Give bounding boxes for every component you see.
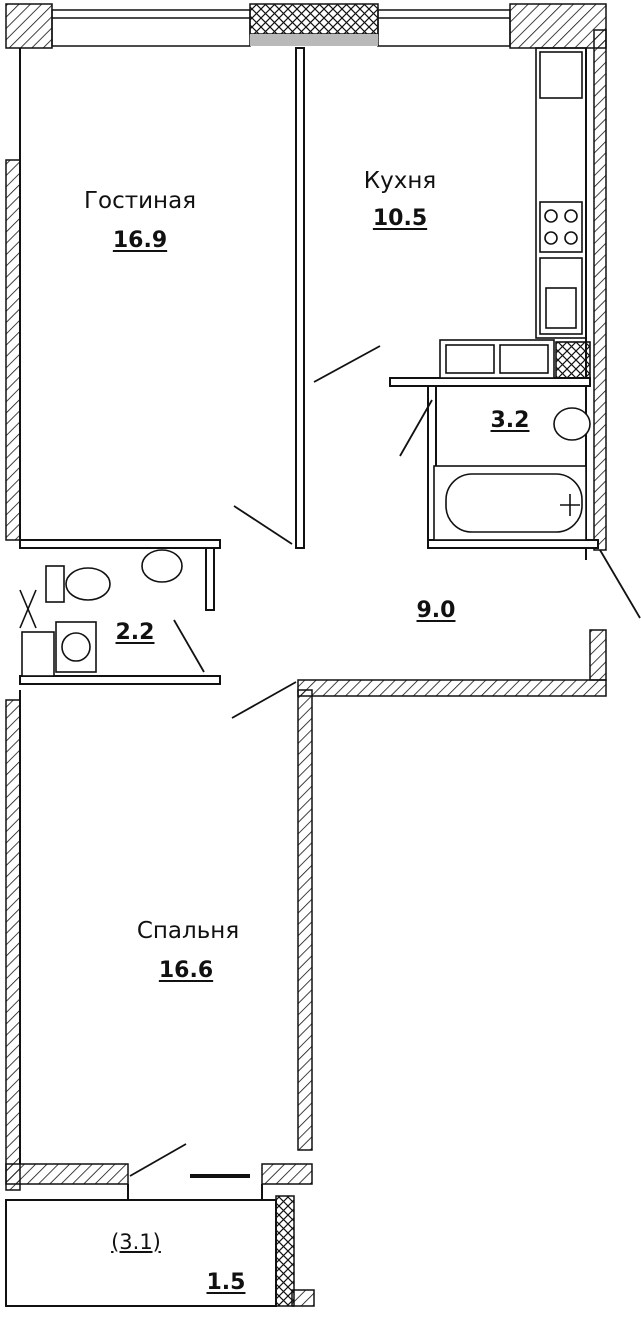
wall-top-mid [249, 3, 379, 35]
wall-bedroom-right [297, 689, 313, 1151]
wall-right-lower [589, 629, 607, 681]
wall-right [593, 29, 607, 551]
balcony-area: 1.5 [206, 1270, 246, 1295]
living-room-area: 16.9 [112, 228, 168, 253]
door-kitchen [313, 345, 381, 383]
wall-bedroom-bottom-right [261, 1163, 313, 1185]
kitchen-fixtures [439, 47, 591, 379]
wall-balcony-corner [291, 1289, 315, 1307]
wall-hall-bottom [297, 679, 607, 697]
hall-area: 9.0 [416, 598, 456, 623]
toilet-icon [65, 567, 111, 601]
wall-left-lower [5, 699, 21, 1191]
fridge-icon [539, 51, 583, 99]
stove-icon [539, 201, 583, 253]
balcony-full-area: (3.1) [111, 1230, 161, 1254]
toilet-tank-icon [45, 565, 65, 603]
wall-top-right [509, 3, 607, 49]
bath-sink-icon [553, 407, 591, 441]
bathroom-area: 3.2 [490, 408, 530, 433]
door-entrance [599, 549, 641, 619]
bathroom-fixtures [433, 407, 591, 541]
wc-area: 2.2 [115, 620, 155, 645]
bedroom-area: 16.6 [158, 958, 214, 983]
door-wc [173, 619, 205, 673]
walls [5, 3, 607, 1307]
door-swings [129, 345, 641, 1177]
wc-sink-icon [141, 549, 183, 583]
wall-bedroom-bottom-left [5, 1163, 129, 1185]
living-room-name: Гостиная [83, 188, 197, 214]
windows-top [51, 9, 511, 47]
wall-top-left [5, 3, 53, 49]
kitchen-name: Кухня [363, 168, 437, 194]
wc-fixtures [19, 549, 183, 677]
kitchen-area: 10.5 [372, 206, 428, 231]
door-bedroom [231, 681, 297, 719]
bedroom-name: Спальня [136, 918, 240, 944]
door-living [233, 505, 293, 545]
door-balcony [129, 1143, 187, 1177]
wall-left-upper [5, 159, 21, 541]
door-bathroom [399, 399, 433, 457]
